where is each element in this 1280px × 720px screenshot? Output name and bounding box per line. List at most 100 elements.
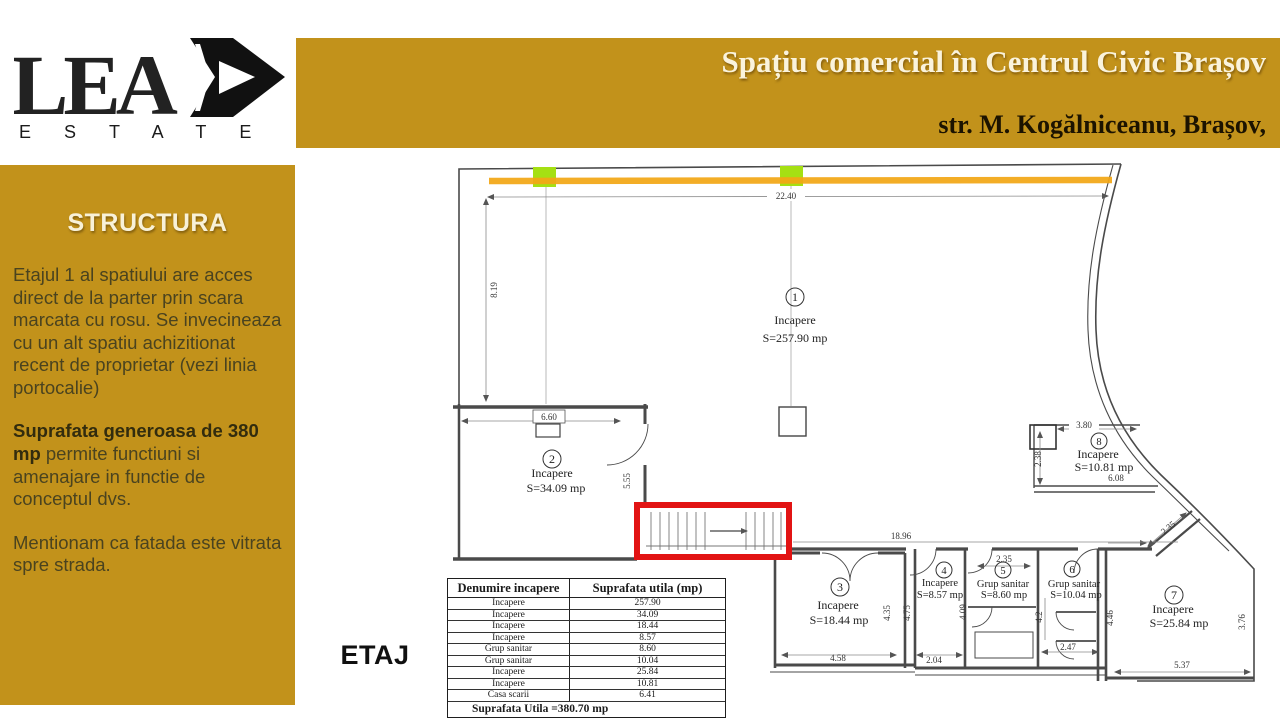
room4-name: Incapere [922, 578, 958, 589]
room5-area: S=8.60 mp [981, 590, 1027, 601]
room7-number: 7 [1171, 588, 1177, 602]
lead-estate-logo: LEA ESTATE [14, 30, 288, 146]
room1-area: S=257.90 mp [763, 331, 828, 345]
dim-room2-width: 6.60 [541, 412, 557, 422]
row-name: Incapere [448, 632, 570, 643]
logo-wordmark: LEA [14, 37, 285, 122]
area-table-header: Denumire incapere Suprafata utila (mp) [448, 579, 725, 598]
page-title: Spațiu comercial în Centrul Civic Brașov [721, 44, 1266, 79]
room2-number: 2 [549, 452, 555, 466]
room1-name: Incapere [774, 313, 815, 327]
room6-name: Grup sanitar [1048, 579, 1101, 590]
room7-label: 7 Incapere S=25.84 mp [1150, 585, 1209, 630]
row-value: 34.09 [636, 609, 659, 620]
dimension-lines [461, 189, 1251, 675]
floor-label: ETAJ [340, 640, 410, 670]
room8-name: Incapere [1077, 447, 1118, 461]
room3-area: S=18.44 mp [810, 613, 869, 627]
table-row: Incapere 18.44 [448, 621, 725, 633]
col-header-area: Suprafata utila (mp) [592, 581, 703, 595]
row-value: 18.44 [636, 621, 659, 631]
room1-number: 1 [792, 290, 798, 304]
room5-number: 5 [1000, 566, 1005, 577]
row-name: Grup sanitar [448, 655, 570, 666]
room6-number: 6 [1069, 565, 1074, 576]
row-value: 8.57 [639, 632, 656, 643]
table-row: Incapere 10.81 [448, 678, 725, 690]
room3-label: 3 Incapere S=18.44 mp [810, 577, 869, 627]
row-value: 10.81 [636, 678, 659, 689]
room3-number: 3 [837, 580, 843, 594]
dim-room5-height: 4.09 [958, 604, 968, 620]
staircase-red-highlight [634, 502, 792, 560]
dim-left-height: 8.19 [489, 282, 499, 298]
sidebar-surface-rest: permite functiuni si amenajare in functi… [13, 442, 206, 510]
row-name: Incapere [448, 667, 570, 678]
dim-room6-width: 2.47 [1060, 642, 1076, 652]
sidebar-paragraph-access: Etajul 1 al spatiului are acces direct d… [13, 264, 282, 398]
dim-room3-height: 4.35 [882, 605, 892, 621]
table-row: Incapere 25.84 [448, 667, 725, 679]
row-value: 8.60 [639, 644, 656, 654]
dim-room8-top: 3.80 [1076, 420, 1092, 430]
room5-label: 5 Grup sanitar S=8.60 mp [977, 561, 1030, 601]
room4-number: 4 [941, 566, 947, 577]
dim-room2-door: 5.55 [622, 473, 632, 489]
dim-room7-right: 3.76 [1237, 614, 1247, 630]
room8-area: S=10.81 mp [1075, 460, 1134, 474]
row-value: 6.41 [639, 690, 656, 700]
room6-area: S=10.04 mp [1050, 590, 1101, 601]
outer-walls [458, 163, 1255, 682]
dim-room7-left: 4.46 [1105, 610, 1115, 626]
sidebar-paragraph-facade: Mentionam ca fatada este vitrata spre st… [13, 531, 282, 576]
room4-area: S=8.57 mp [917, 590, 963, 601]
dim-room3-height2: 4.75 [902, 605, 912, 621]
dim-room8-left: 2.38 [1033, 451, 1043, 467]
row-name: Incapere [448, 621, 570, 632]
structure-sidebar: STRUCTURA Etajul 1 al spatiului are acce… [0, 165, 295, 705]
row-name: Incapere [448, 678, 570, 689]
table-row: Grup sanitar 8.60 [448, 644, 725, 656]
room2-label: 2 Incapere S=34.09 mp [527, 449, 586, 495]
dim-wing-width: 18.96 [891, 531, 912, 541]
logo-text: LEA [14, 37, 178, 122]
row-value: 10.04 [636, 655, 659, 666]
floor-plan-drawing: 22.40 8.19 6.60 5.55 18.96 4.58 4.35 4.7… [453, 163, 1255, 682]
room1-label: 1 Incapere S=257.90 mp [763, 287, 828, 345]
room-labels: 1 Incapere S=257.90 mp 2 Incapere S=34.0… [527, 287, 1209, 630]
orange-boundary-line [488, 176, 1113, 185]
stair-treads [646, 512, 786, 550]
room2-walls [453, 404, 807, 561]
logo-estate-text: ESTATE [19, 122, 285, 142]
table-row: Casa scarii 6.41 [448, 690, 725, 702]
room4-label: 4 Incapere S=8.57 mp [917, 561, 963, 601]
room7-name: Incapere [1152, 602, 1193, 616]
sidebar-paragraph-surface: Suprafata generoasa de 380 mp permite fu… [13, 420, 282, 510]
row-value: 25.84 [636, 667, 659, 677]
dim-top-width: 22.40 [776, 191, 797, 201]
room6-label: 6 Grup sanitar S=10.04 mp [1048, 560, 1102, 601]
dim-room8-bottom: 6.08 [1108, 473, 1124, 483]
table-row: Incapere 8.57 [448, 632, 725, 644]
row-name: Incapere [448, 598, 570, 609]
sidebar-surface-bold: Suprafata generoasa de 380 mp [13, 420, 259, 464]
area-table: Denumire incapere Suprafata utila (mp) I… [447, 578, 726, 718]
room8-label: 8 Incapere S=10.81 mp [1075, 432, 1134, 474]
room3-name: Incapere [817, 598, 858, 612]
grid-lines [545, 186, 792, 406]
room2-area: S=34.09 mp [527, 481, 586, 495]
room8-number: 8 [1096, 437, 1101, 448]
table-row: Incapere 257.90 [448, 598, 725, 610]
table-footer-total: Suprafata Utila =380.70 mp [472, 702, 609, 715]
room5-name: Grup sanitar [977, 579, 1030, 590]
dim-room6-height: 4.2 [1034, 611, 1044, 622]
table-row: Grup sanitar 10.04 [448, 655, 725, 667]
row-name: Grup sanitar [448, 644, 570, 655]
room7-area: S=25.84 mp [1150, 616, 1209, 630]
sidebar-heading: STRUCTURA [67, 209, 228, 237]
row-name: Casa scarii [448, 690, 570, 701]
page-subtitle: str. M. Kogălniceanu, Brașov, [938, 110, 1266, 139]
row-value: 257.90 [634, 598, 661, 608]
dim-room5-top: 2.35 [996, 554, 1012, 564]
